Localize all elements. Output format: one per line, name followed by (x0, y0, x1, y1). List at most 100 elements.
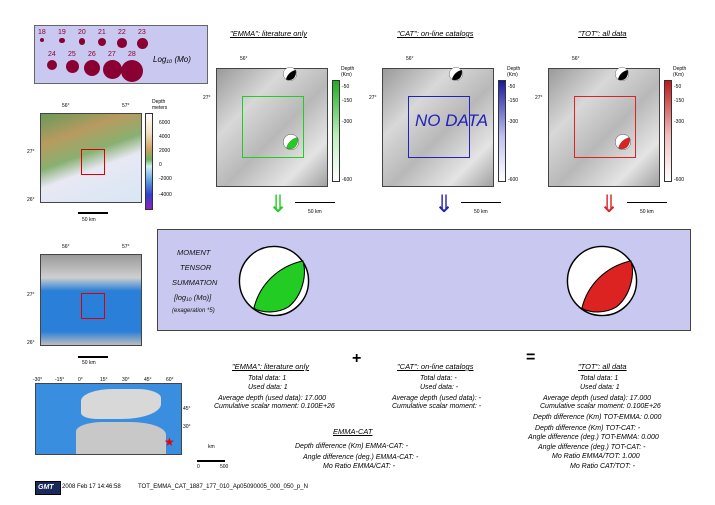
emma-cat-depth-diff: Depth difference (Km) EMMA-CAT: - (295, 443, 408, 450)
topo-cbar-tick: 0 (159, 162, 162, 168)
panel-emma-cbar-title: Depth (Km) (341, 66, 355, 78)
panel-emma-header: "EMMA": literature only (230, 29, 308, 38)
legend-magnitude-label: 24 (48, 51, 56, 58)
emma-down-arrow-icon: ⇓ (268, 191, 289, 218)
bathy-lon-tick-2: 57° (122, 244, 130, 250)
summary-line5: (exageration *5) (172, 308, 215, 314)
world-scale-tick: 0 (197, 464, 200, 470)
panel-cat-box (408, 96, 470, 158)
legend-ball-icon (117, 38, 127, 48)
panel-tot-cbar-tick: -600 (674, 177, 685, 183)
emma-avg-depth: Average depth (used data): 17.000 (218, 395, 327, 402)
legend-magnitude-label: 28 (128, 51, 136, 58)
bathy-study-area-box (81, 293, 105, 319)
footer-filename: TOT_EMMA_CAT_1887_177_010_Ap05090005_000… (138, 484, 308, 490)
panel-tot-cbar-tick: -300 (674, 119, 685, 125)
world-scale-tick: 500 (220, 464, 229, 470)
panel-cat-lon-tick: 56° (406, 56, 414, 62)
panel-emma-colorbar (332, 80, 340, 182)
world-lon-tick: 15° (100, 377, 108, 383)
topo-cbar-tick: 6000 (159, 120, 171, 126)
legend-label: Log₁₀ (Mo) (153, 55, 191, 64)
panel-emma-lat-tick: 27° (203, 95, 211, 101)
panel-emma-cbar-tick: -50 (342, 84, 350, 90)
bathy-lat-tick-1: 27° (27, 292, 35, 298)
topo-cbar-tick: -2000 (159, 176, 172, 182)
legend-ball-icon (102, 60, 122, 79)
tot-depth-diff-cat: Depth difference (Km) TOT-CAT: - (535, 425, 641, 432)
tot-depth-diff-emma: Depth difference (Km) TOT-EMMA: 0.000 (533, 414, 662, 421)
panel-emma-cbar-tick: -600 (342, 177, 353, 183)
topo-lon-tick-2: 57° (122, 103, 130, 109)
emma-stats-header: "EMMA": literature only (232, 362, 310, 371)
panel-cat-colorbar (498, 80, 506, 182)
legend-magnitude-label: 21 (98, 29, 106, 36)
location-star-icon: ★ (164, 435, 175, 449)
study-area-box (81, 149, 105, 175)
topo-cbar-tick: -4000 (159, 192, 172, 198)
cat-stats-header: "CAT": on-line catalogs (397, 362, 474, 371)
bathy-scale-bar (78, 356, 108, 358)
equals-operator: = (526, 349, 536, 366)
emma-cat-header: EMMA-CAT (333, 427, 373, 436)
legend-magnitude-label: 18 (38, 29, 46, 36)
panel-emma-map (216, 68, 328, 187)
legend-magnitude-label: 27 (108, 51, 116, 58)
panel-cat-scale: 50 km (474, 209, 488, 215)
tot-angle-diff-cat: Angle difference (deg.) TOT-CAT: - (538, 444, 646, 451)
panel-cat-cbar-tick: -150 (508, 98, 519, 104)
legend-ball-icon (59, 38, 65, 44)
panel-emma-scale: 50 km (308, 209, 322, 215)
legend-ball-icon (47, 60, 57, 70)
legend-ball-icon (84, 60, 100, 76)
world-lon-tick: 45° (144, 377, 152, 383)
tot-mo-ratio-cat: Mo Ratio CAT/TOT: - (570, 463, 635, 470)
world-lon-tick: 30° (122, 377, 130, 383)
emma-total: Total data: 1 (248, 375, 287, 382)
tot-down-arrow-icon: ⇓ (599, 191, 620, 218)
topo-cbar-tick: 4000 (159, 134, 171, 140)
emma-cum-moment: Cumulative scalar moment: 0.100E+26 (214, 403, 335, 410)
topo-colorbar (145, 113, 153, 210)
panel-tot-cbar-title: Depth (Km) (673, 66, 687, 78)
cat-total: Total data: - (420, 375, 457, 382)
panel-tot-scale-bar (627, 202, 667, 203)
summary-line2: TENSOR (180, 263, 212, 272)
panel-cat-map: NO DATA (382, 68, 494, 187)
topo-scale-bar (78, 212, 108, 214)
emma-cat-angle-diff: Angle difference (deg.) EMMA-CAT: - (303, 454, 419, 461)
legend-ball-icon (65, 60, 79, 73)
panel-tot-header: "TOT": all data (578, 29, 627, 38)
panel-cat-lat-tick: 27° (369, 95, 377, 101)
summary-line4: [log₁₀ (Mo)] (174, 293, 212, 302)
legend-magnitude-label: 26 (88, 51, 96, 58)
panel-tot-lat-tick: 27° (535, 95, 543, 101)
bathy-scale-label: 50 km (82, 360, 96, 366)
legend-ball-icon (97, 38, 107, 47)
panel-emma-box (242, 96, 304, 158)
world-lon-tick: 0° (78, 377, 83, 383)
bathy-lat-tick-2: 26° (27, 340, 35, 346)
bathymetry-map (40, 254, 142, 346)
legend-ball-icon (121, 60, 143, 82)
panel-cat-scale-bar (461, 202, 501, 203)
panel-cat-cbar-tick: -50 (508, 84, 516, 90)
gmt-logo-text: GMT (38, 484, 54, 491)
topo-lat-tick-2: 26° (27, 197, 35, 203)
world-scale-label: km (208, 444, 215, 450)
world-lon-tick: 60° (166, 377, 174, 383)
europe-landmass (81, 389, 161, 419)
panel-tot-colorbar (664, 80, 672, 182)
tot-mo-ratio-emma: Mo Ratio EMMA/TOT: 1.000 (552, 453, 640, 460)
tot-used: Used data: 1 (580, 384, 620, 391)
emma-coast-beachball-icon (283, 67, 297, 81)
panel-tot-cbar-tick: -50 (674, 84, 682, 90)
tot-summary-beachball-icon (566, 245, 638, 317)
panel-tot-box (574, 96, 636, 158)
legend-magnitude-label: 19 (58, 29, 66, 36)
legend-ball-icon (136, 38, 148, 49)
tot-cum-moment: Cumulative scalar moment: 0.100E+26 (540, 403, 661, 410)
legend-magnitude-label: 20 (78, 29, 86, 36)
emma-used: Used data: 1 (248, 384, 288, 391)
world-lon-tick: -30° (33, 377, 43, 383)
